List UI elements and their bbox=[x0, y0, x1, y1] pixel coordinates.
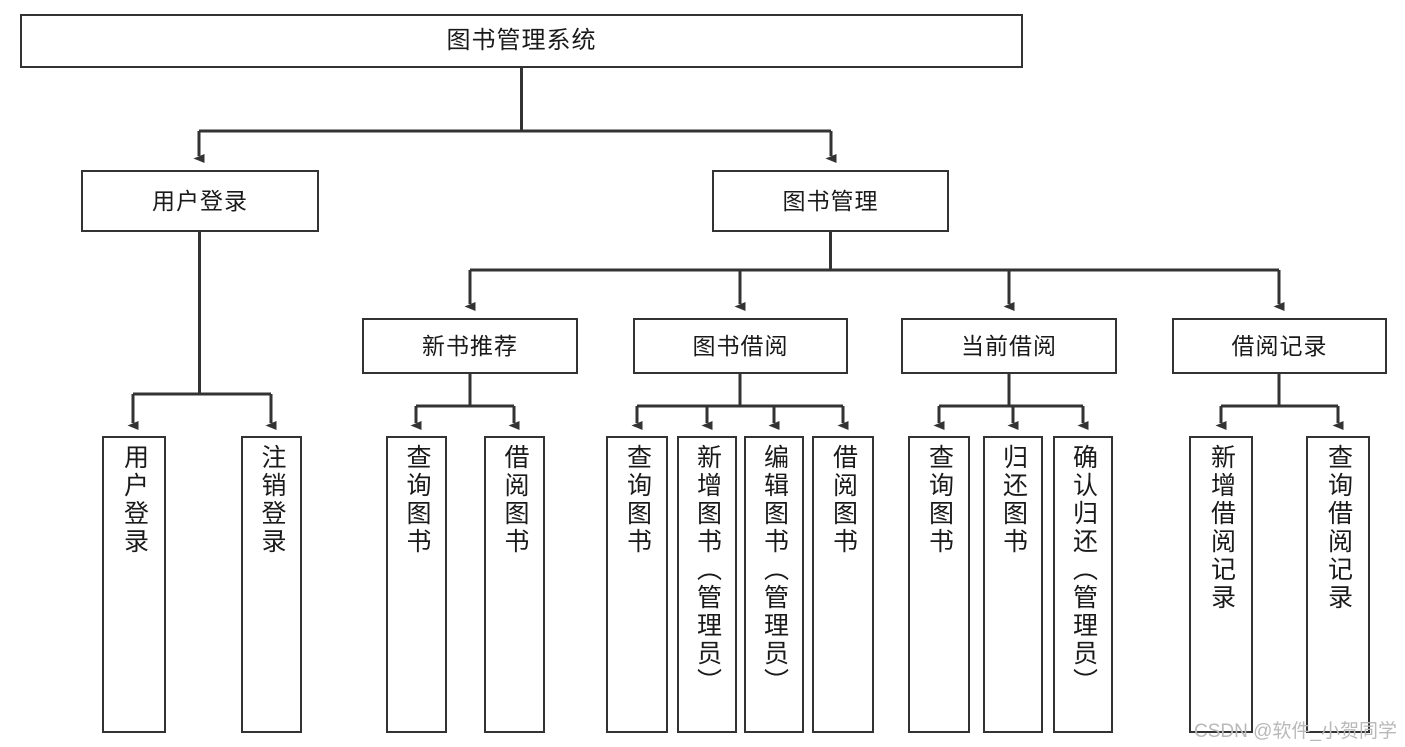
node-user-login[interactable]: 用户登录 bbox=[81, 170, 319, 232]
node-leaf-user-login-label: 用户登录 bbox=[120, 444, 149, 556]
node-book-borrow-label: 图书借阅 bbox=[692, 332, 789, 359]
node-borrow-record[interactable]: 借阅记录 bbox=[1172, 318, 1387, 374]
node-root[interactable]: 图书管理系统 bbox=[20, 14, 1023, 68]
node-current-borrow-label: 当前借阅 bbox=[961, 332, 1057, 359]
node-leaf-confirm-return-label: 确认归还（管理员） bbox=[1069, 444, 1098, 696]
node-leaf-borrow-book-label: 借阅图书 bbox=[829, 444, 858, 556]
node-leaf-add-record-label: 新增借阅记录 bbox=[1207, 444, 1236, 612]
node-root-label: 图书管理系统 bbox=[446, 27, 597, 55]
node-leaf-borrow-book-rec-label: 借阅图书 bbox=[501, 444, 529, 556]
node-leaf-return-book-label: 归还图书 bbox=[999, 444, 1028, 556]
node-leaf-borrow-book-rec[interactable]: 借阅图书 bbox=[484, 436, 545, 733]
node-leaf-query-book-borrow[interactable]: 查询图书 bbox=[606, 436, 668, 733]
node-user-login-label: 用户登录 bbox=[152, 187, 248, 214]
node-leaf-add-record[interactable]: 新增借阅记录 bbox=[1189, 436, 1253, 733]
node-leaf-query-book-borrow-label: 查询图书 bbox=[623, 444, 652, 556]
node-book-manage-label: 图书管理 bbox=[782, 187, 879, 214]
node-leaf-return-book[interactable]: 归还图书 bbox=[983, 436, 1043, 733]
node-leaf-query-record-label: 查询借阅记录 bbox=[1324, 444, 1353, 612]
node-leaf-logout[interactable]: 注销登录 bbox=[241, 436, 302, 733]
node-new-book-recommend-label: 新书推荐 bbox=[422, 332, 518, 359]
node-leaf-query-book-rec-label: 查询图书 bbox=[403, 444, 431, 556]
node-leaf-query-record[interactable]: 查询借阅记录 bbox=[1306, 436, 1370, 733]
node-leaf-edit-book-label: 编辑图书（管理员） bbox=[760, 444, 789, 696]
node-new-book-recommend[interactable]: 新书推荐 bbox=[362, 318, 578, 374]
node-leaf-confirm-return[interactable]: 确认归还（管理员） bbox=[1053, 436, 1113, 733]
node-leaf-query-book-cur[interactable]: 查询图书 bbox=[908, 436, 970, 733]
node-leaf-add-book-label: 新增图书（管理员） bbox=[693, 444, 722, 696]
node-leaf-logout-label: 注销登录 bbox=[258, 444, 286, 556]
node-book-manage[interactable]: 图书管理 bbox=[712, 170, 949, 232]
watermark: CSDN @软件_小贺同学 bbox=[1194, 721, 1397, 742]
node-leaf-query-book-cur-label: 查询图书 bbox=[925, 444, 954, 556]
node-leaf-user-login[interactable]: 用户登录 bbox=[102, 436, 166, 733]
node-leaf-borrow-book[interactable]: 借阅图书 bbox=[812, 436, 874, 733]
node-leaf-edit-book[interactable]: 编辑图书（管理员） bbox=[744, 436, 804, 733]
node-current-borrow[interactable]: 当前借阅 bbox=[901, 318, 1117, 374]
node-leaf-add-book[interactable]: 新增图书（管理员） bbox=[677, 436, 737, 733]
node-leaf-query-book-rec[interactable]: 查询图书 bbox=[386, 436, 447, 733]
node-borrow-record-label: 借阅记录 bbox=[1231, 332, 1328, 359]
node-book-borrow[interactable]: 图书借阅 bbox=[633, 318, 848, 374]
